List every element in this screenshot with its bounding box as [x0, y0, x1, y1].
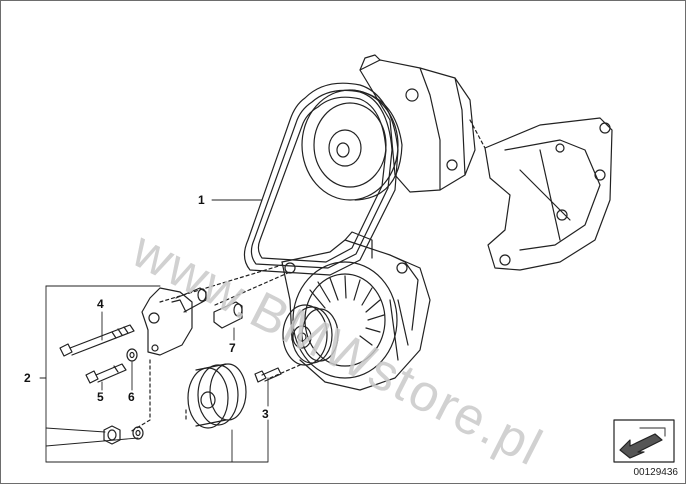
tension-pulley	[187, 363, 247, 429]
nav-arrow-icon[interactable]	[613, 419, 675, 463]
leader-lines	[39, 199, 269, 463]
callout-4: 4	[97, 297, 104, 311]
pulley-bolt	[254, 367, 282, 383]
callout-6: 6	[128, 390, 135, 404]
callout-3: 3	[262, 407, 269, 421]
compressor-unit	[359, 54, 476, 193]
alternator	[281, 231, 431, 391]
bolt-short	[85, 363, 127, 384]
bracket-sleeve	[175, 287, 207, 313]
callout-7: 7	[229, 341, 236, 355]
callout-5: 5	[97, 390, 104, 404]
compressor-pulley	[301, 89, 403, 201]
support-plate	[141, 287, 193, 356]
nut-bottom	[103, 425, 144, 445]
callout-2: 2	[24, 371, 31, 385]
alternator-pulley	[282, 304, 339, 366]
washer	[126, 348, 138, 362]
callout-1: 1	[198, 193, 205, 207]
spacer-sleeve	[213, 301, 243, 329]
bolt-long	[59, 324, 135, 357]
diagram-number: 00129436	[633, 467, 679, 478]
drive-belt	[243, 82, 399, 276]
mounting-bracket	[469, 117, 613, 271]
